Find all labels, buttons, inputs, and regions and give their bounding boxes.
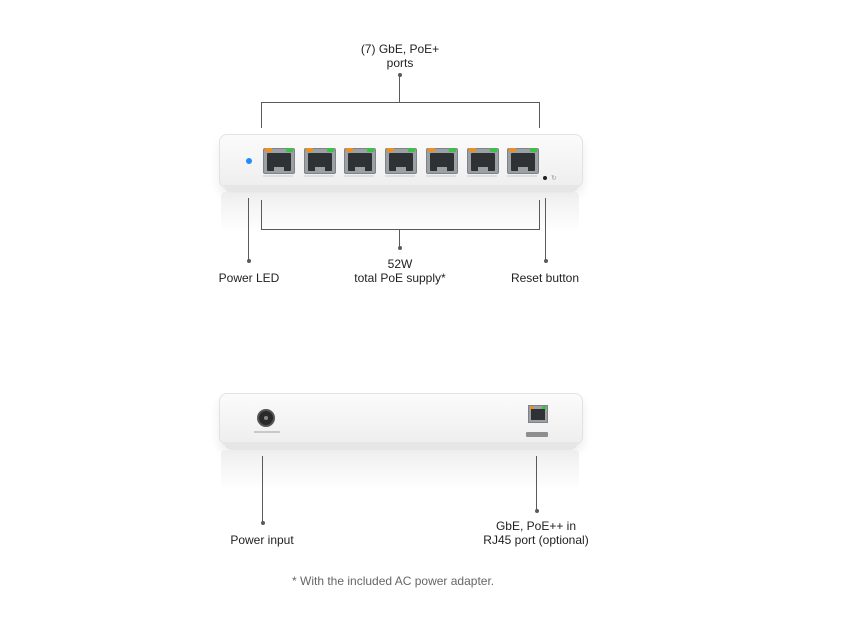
power-led-indicator <box>246 158 252 164</box>
rj45-port-5 <box>425 148 458 174</box>
uplink-callout-line-1: GbE, PoE++ in <box>495 519 577 533</box>
switch-front-panel: ↻ <box>219 134 583 193</box>
port-marking-2 <box>303 175 334 177</box>
port-led-amber <box>427 148 435 152</box>
port-led-green <box>448 148 456 152</box>
port-socket <box>389 153 414 171</box>
reset-button-hole <box>543 176 547 180</box>
reset-leader <box>545 198 546 260</box>
uplink-leader-dot <box>535 509 539 513</box>
uplink-port-socket <box>531 409 545 420</box>
switch-rear-reflection <box>221 450 579 490</box>
rj45-port-6 <box>466 148 499 174</box>
port-socket <box>307 153 332 171</box>
port-socket <box>267 153 291 171</box>
port-led-green <box>408 148 416 152</box>
port-led-amber <box>305 148 313 152</box>
uplink-leader <box>536 456 537 510</box>
port-led-amber <box>265 148 272 152</box>
reset-icon: ↻ <box>551 175 557 182</box>
port-marking-5 <box>425 175 456 177</box>
power-led-leader-dot <box>247 259 251 263</box>
poe-bracket-right <box>539 200 540 230</box>
reset-leader-dot <box>544 259 548 263</box>
dc-jack-marking <box>254 431 280 433</box>
power-led-label: Power LED <box>218 271 280 285</box>
poe-bracket-bottom <box>261 229 540 230</box>
rj45-port-3 <box>344 148 377 174</box>
power-led-leader <box>248 198 249 260</box>
poe-callout-line-2: total PoE supply* <box>354 271 446 285</box>
power-input-leader <box>262 456 263 522</box>
rj45-port-4 <box>385 148 418 174</box>
uplink-callout-line-2: RJ45 port (optional) <box>483 533 589 547</box>
uplink-port-tag <box>526 432 548 437</box>
switch-front-base <box>224 185 578 193</box>
ports-callout: (7) GbE, PoE+ ports <box>340 42 460 70</box>
ports-callout-line-2: ports <box>386 56 414 70</box>
uplink-led-green <box>542 406 546 409</box>
port-socket <box>429 153 454 171</box>
uplink-rj45-port <box>528 405 548 423</box>
ports-bracket-top <box>261 102 540 103</box>
ports-callout-stem <box>399 75 400 102</box>
ports-bracket-left <box>261 102 262 128</box>
port-led-green <box>326 148 334 152</box>
port-marking-4 <box>385 175 416 177</box>
port-socket <box>348 153 373 171</box>
port-socket <box>470 153 495 171</box>
rj45-port-7 <box>507 148 540 174</box>
port-marking-1 <box>263 175 293 177</box>
port-led-green <box>530 148 538 152</box>
port-marking-6 <box>466 175 497 177</box>
switch-front-reflection <box>221 192 579 232</box>
switch-rear-base <box>224 442 578 450</box>
poe-callout-dot <box>398 246 402 250</box>
ports-callout-line-1: (7) GbE, PoE+ <box>360 42 440 56</box>
poe-callout-stem <box>399 229 400 247</box>
poe-bracket-left <box>261 200 262 230</box>
switch-rear-panel <box>219 393 583 450</box>
port-led-amber <box>387 148 395 152</box>
port-led-amber <box>346 148 354 152</box>
reset-button-label: Reset button <box>510 271 580 285</box>
port-marking-7 <box>507 175 538 177</box>
port-led-green <box>286 148 293 152</box>
uplink-callout: GbE, PoE++ in RJ45 port (optional) <box>466 519 606 547</box>
power-input-leader-dot <box>261 521 265 525</box>
ports-callout-dot <box>398 73 402 77</box>
port-led-green <box>489 148 497 152</box>
port-led-green <box>367 148 375 152</box>
power-input-label: Power input <box>230 533 294 547</box>
port-socket <box>511 153 536 171</box>
footnote: * With the included AC power adapter. <box>292 574 495 588</box>
poe-callout: 52W total PoE supply* <box>330 257 470 285</box>
poe-callout-line-1: 52W <box>387 257 413 271</box>
dc-power-jack <box>257 409 275 427</box>
uplink-led-amber <box>530 406 534 409</box>
rj45-port-2 <box>303 148 336 174</box>
port-led-amber <box>468 148 476 152</box>
port-led-amber <box>509 148 517 152</box>
ports-bracket-right <box>539 102 540 128</box>
rj45-port-1 <box>263 148 295 174</box>
port-marking-3 <box>344 175 375 177</box>
